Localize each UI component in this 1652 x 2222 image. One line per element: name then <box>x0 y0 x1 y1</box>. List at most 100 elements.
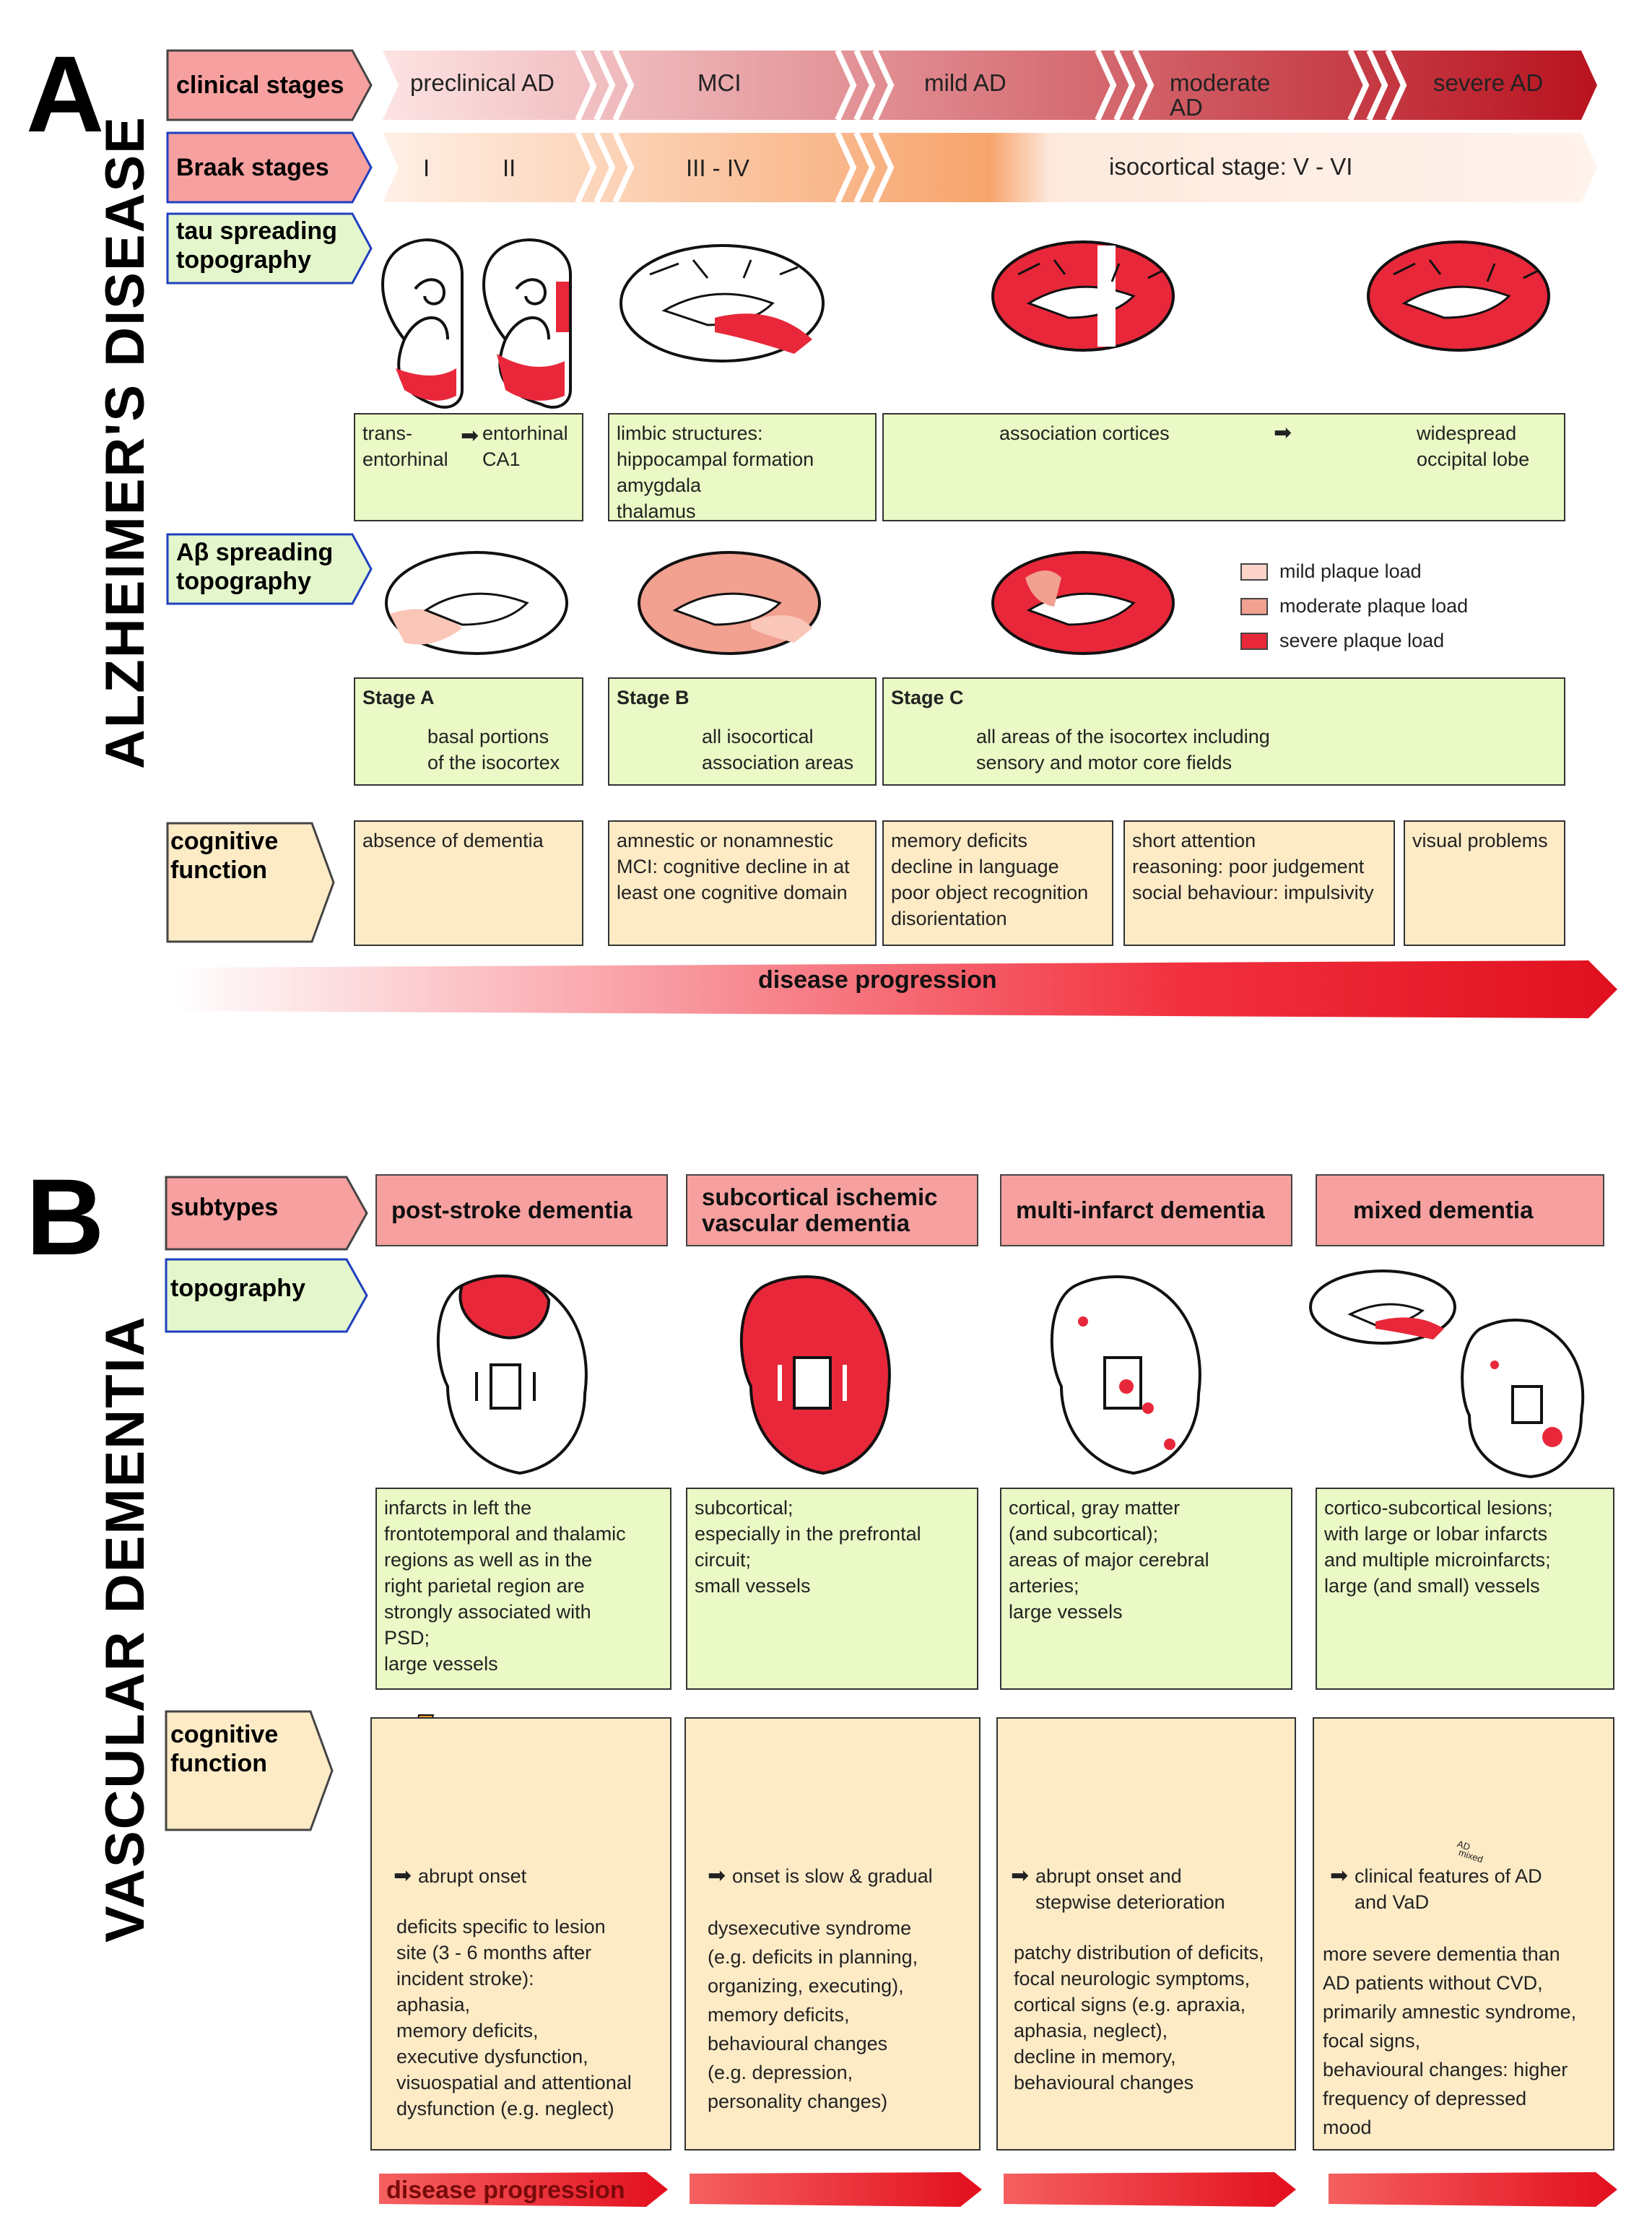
cognitive-box-a-5: visual problems <box>1404 820 1565 946</box>
topography-label-shape <box>165 1258 368 1333</box>
abeta-stage-a-title: Stage A <box>362 687 435 708</box>
onset-multi-infarct: abrupt onset and stepwise deterioration <box>1035 1865 1225 1913</box>
disease-progression-label-a: disease progression <box>758 966 997 994</box>
panel-b-letter: B <box>26 1156 105 1277</box>
subtypes-label-shape <box>165 1176 368 1251</box>
topography-label: topography <box>170 1275 305 1302</box>
legend-swatch-mild <box>1240 563 1268 581</box>
brain-sagittal-icon <box>385 551 568 655</box>
arrow-right-icon: ➡ <box>708 1864 726 1888</box>
topography-box-post-stroke: infarcts in left the frontotemporal and … <box>375 1488 671 1690</box>
arrow-right-icon: ➡ <box>1330 1864 1349 1888</box>
abeta-box-stage-b: Stage B all isocortical association area… <box>608 677 877 786</box>
clinical-stage-severe: severe AD <box>1433 69 1544 96</box>
cognitive-box-b-1: ➡ abrupt onset deficits specific to lesi… <box>370 1717 671 2151</box>
onset-subcortical: onset is slow & gradual <box>732 1865 933 1887</box>
clinical-stages-band <box>383 49 1597 121</box>
abeta-box-stage-a: Stage A basal portions of the isocortex <box>354 677 583 786</box>
tau-spreading-label: tau spreading topography <box>176 217 337 274</box>
disease-progression-label-b: disease progression <box>386 2177 625 2204</box>
arrow-right-icon: ➡ <box>394 1864 412 1888</box>
brain-coronal-icon <box>1050 1275 1201 1475</box>
braak-stages-label-shape <box>166 131 373 204</box>
subtypes-label: subtypes <box>170 1194 279 1221</box>
disease-progression-arrow-b3 <box>1004 2172 1296 2207</box>
cognitive-box-a-3: memory deficits decline in language poor… <box>882 820 1113 946</box>
braak-stage-i: I <box>423 155 430 181</box>
braak-stage-iii-iv: III - IV <box>686 155 750 181</box>
brain-sagittal-icon <box>638 551 821 655</box>
brain-sagittal-icon <box>991 240 1175 352</box>
abeta-box-stage-c: Stage C all areas of the isocortex inclu… <box>882 677 1565 786</box>
tau-box-2: limbic structures: hippocampal formation… <box>608 413 877 522</box>
cognitive-text-mixed: more severe dementia than AD patients wi… <box>1323 1943 1577 2138</box>
subtype-subcortical-ischemic: subcortical ischemic vascular dementia <box>686 1174 978 1246</box>
clinical-stage-mild: mild AD <box>924 69 1007 96</box>
topography-box-subcortical: subcortical; especially in the prefronta… <box>686 1488 978 1690</box>
subtype-mixed: mixed dementia <box>1316 1174 1604 1246</box>
brain-coronal-icon <box>436 1274 588 1475</box>
topography-box-multi-infarct: cortical, gray matter (and subcortical);… <box>1000 1488 1292 1690</box>
cognitive-function-label-shape-b <box>165 1710 334 1831</box>
brain-sagittal-icon <box>1367 240 1550 352</box>
subtype-post-stroke: post-stroke dementia <box>375 1174 668 1246</box>
onset-post-stroke: abrupt onset <box>418 1865 527 1887</box>
panel-b-vertical-title: VASCULAR DEMENTIA <box>95 1315 156 1943</box>
arrow-right-icon: ➡ <box>461 424 479 448</box>
tau-box-3-right-text: widespread occipital lobe <box>1417 422 1530 470</box>
brain-coronal-icon <box>482 238 572 409</box>
cognitive-box-a-4: short attention reasoning: poor judgemen… <box>1123 820 1395 946</box>
brain-sagittal-icon <box>1309 1270 1456 1345</box>
disease-progression-arrow-b4 <box>1329 2172 1617 2207</box>
clinical-stage-mci: MCI <box>697 69 742 96</box>
legend-mild: mild plaque load <box>1279 560 1422 582</box>
cognitive-function-label-a: cognitive function <box>170 828 279 884</box>
abeta-stage-b-text: all isocortical association areas <box>702 726 854 773</box>
abeta-stage-c-title: Stage C <box>891 687 964 708</box>
cognitive-function-label-b: cognitive function <box>170 1721 279 1777</box>
panel-a-vertical-title: ALZHEIMER'S DISEASE <box>95 116 156 769</box>
disease-progression-arrow-b1 <box>379 2172 668 2207</box>
onset-mixed: clinical features of AD and VaD <box>1355 1865 1542 1913</box>
abeta-spreading-label: Aβ spreading topography <box>176 539 334 595</box>
cognitive-text-subcortical: dysexecutive syndrome (e.g. deficits in … <box>708 1917 918 2112</box>
tau-spreading-label-shape <box>166 212 373 285</box>
panel-a-letter: A <box>26 33 105 155</box>
abeta-stage-c-text: all areas of the isocortex including sen… <box>976 726 1270 773</box>
clinical-stage-preclinical: preclinical AD <box>410 69 555 96</box>
subtype-multi-infarct: multi-infarct dementia <box>1000 1174 1292 1246</box>
tau-box-3-left-text: association cortices <box>999 422 1170 444</box>
cognitive-box-b-2: ➡ onset is slow & gradual dysexecutive s… <box>684 1717 981 2151</box>
abeta-spreading-label-shape <box>166 533 373 605</box>
cognitive-text-post-stroke: deficits specific to lesion site (3 - 6 … <box>396 1916 632 2119</box>
brain-coronal-icon <box>1461 1319 1585 1479</box>
braak-stages-band <box>383 131 1597 204</box>
tau-box-1-right-text: entorhinal CA1 <box>482 422 568 470</box>
cognitive-box-a-2: amnestic or nonamnestic MCI: cognitive d… <box>608 820 877 946</box>
brain-coronal-icon <box>381 238 464 409</box>
cognitive-box-a-1: absence of dementia <box>354 820 583 946</box>
braak-stages-label: Braak stages <box>176 154 329 181</box>
brain-sagittal-icon <box>620 244 825 363</box>
tau-box-3: association cortices ➡ widespread occipi… <box>882 413 1565 521</box>
legend-swatch-severe <box>1240 633 1268 650</box>
brain-coronal-icon <box>739 1275 891 1475</box>
braak-stage-isocortical: isocortical stage: V - VI <box>1109 153 1353 180</box>
legend-moderate: moderate plaque load <box>1279 595 1469 617</box>
abeta-stage-b-title: Stage B <box>617 687 690 708</box>
clinical-stage-moderate: moderate AD <box>1170 69 1271 121</box>
arrow-right-icon: ➡ <box>1011 1864 1030 1888</box>
clinical-stages-label: clinical stages <box>176 71 344 99</box>
arrow-right-icon: ➡ <box>1274 421 1292 445</box>
braak-stage-ii: II <box>503 155 516 181</box>
abeta-stage-a-text: basal portions of the isocortex <box>427 726 560 773</box>
cognitive-box-b-4: AD mixed ➡ clinical features of AD and V… <box>1313 1717 1614 2151</box>
legend-severe: severe plaque load <box>1279 630 1445 651</box>
tau-box-1-left-text: trans- entorhinal <box>362 422 448 470</box>
cognitive-function-label-shape-a <box>166 822 335 943</box>
legend-swatch-moderate <box>1240 598 1268 615</box>
cognitive-text-multi-infarct: patchy distribution of deficits, focal n… <box>1014 1942 1264 2093</box>
topography-box-mixed: cortico-subcortical lesions; with large … <box>1316 1488 1614 1690</box>
clinical-stages-label-shape <box>166 49 373 121</box>
